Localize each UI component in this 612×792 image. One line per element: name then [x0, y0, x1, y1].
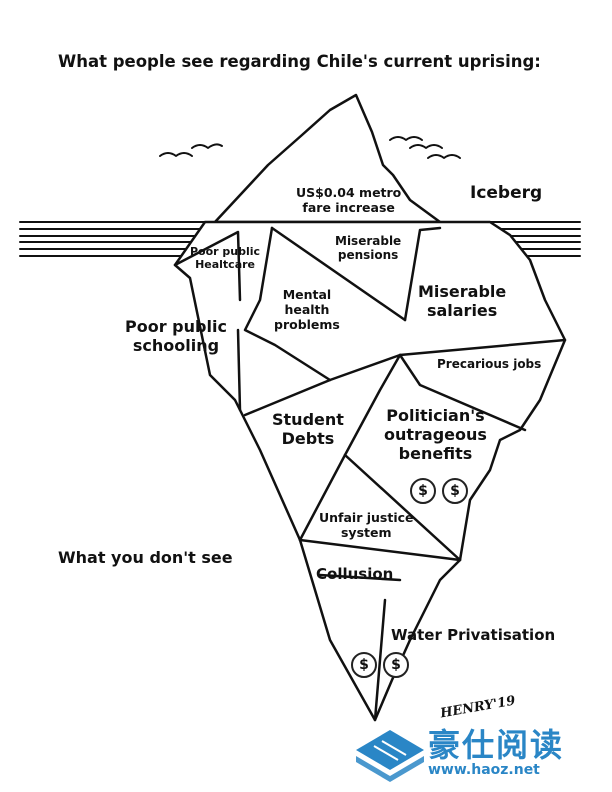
- label-iceberg: Iceberg: [470, 183, 543, 203]
- label-schooling: Poor public schooling: [125, 317, 227, 356]
- label-pensions: Miserable pensions: [335, 234, 402, 263]
- caption-hidden: What you don't see: [58, 548, 233, 567]
- page-title: What people see regarding Chile's curren…: [58, 52, 541, 71]
- iceberg-body: [173, 220, 567, 722]
- coin-icon: $: [351, 652, 377, 678]
- coin-icon: $: [442, 478, 468, 504]
- label-student: Student Debts: [272, 410, 344, 449]
- label-salaries: Miserable salaries: [418, 282, 507, 321]
- label-politician: Politician's outrageous benefits: [384, 406, 487, 464]
- label-precarious: Precarious jobs: [437, 357, 542, 371]
- coin-icon: $: [383, 652, 409, 678]
- birds: [159, 136, 461, 159]
- iceberg-tip: [213, 93, 442, 224]
- watermark-text: 豪仕阅读: [428, 726, 565, 764]
- label-collusion: Collusion: [316, 565, 394, 583]
- label-metro: US$0.04 metro fare increase: [296, 185, 402, 215]
- watermark-url: www.haoz.net: [428, 762, 540, 778]
- coin-icon: $: [410, 478, 436, 504]
- label-water: Water Privatisation: [391, 626, 556, 644]
- watermark-logo-icon: [356, 730, 424, 782]
- iceberg-sections: [173, 226, 567, 722]
- label-mental: Mental health problems: [274, 287, 340, 332]
- label-healthcare: Poor public Healtcare: [190, 245, 261, 272]
- label-justice: Unfair justice system: [319, 510, 414, 540]
